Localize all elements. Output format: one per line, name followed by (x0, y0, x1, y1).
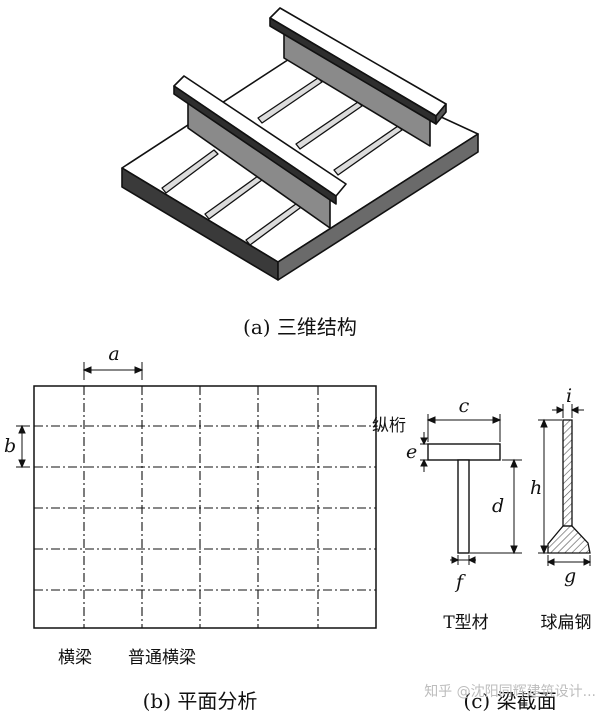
watermark: 知乎 @沈阳同辉建筑设计... (424, 683, 596, 700)
bulb-flat-bulb (547, 525, 591, 554)
label-bulb-flat: 球扁钢 (541, 613, 592, 633)
label-ordinary-transverse-beam: 普通横梁 (128, 648, 196, 668)
caption-b: (b) 平面分析 (143, 689, 258, 713)
t-flange (427, 443, 501, 461)
t-section-dimensions (420, 414, 522, 565)
t-section (427, 443, 501, 554)
plan-horizontal-lines (34, 425, 376, 591)
bulb-flat-section (547, 419, 591, 554)
label-transverse-beam: 横梁 (58, 648, 92, 668)
t-web (457, 459, 470, 554)
structure-3d (121, 7, 479, 281)
label-longitudinal: 纵桁 (372, 416, 406, 436)
dim-e-label: e (406, 441, 417, 463)
dim-a-label: a (108, 343, 119, 365)
plan-grid: a b (4, 343, 377, 629)
bulb-flat-web (562, 419, 573, 527)
caption-a: (a) 三维结构 (243, 315, 357, 339)
dim-b-label: b (4, 435, 16, 457)
label-t-section: T型材 (443, 613, 488, 633)
plan-border (33, 385, 377, 629)
dim-g-label: g (564, 565, 576, 587)
dim-h-label: h (530, 477, 542, 499)
dimension-b (16, 424, 30, 469)
deck-plate-side (277, 133, 479, 281)
dim-c-label: c (459, 395, 470, 417)
dim-f-label: f (454, 571, 466, 593)
dimension-a (82, 362, 144, 380)
longitudinal-girder (269, 7, 447, 147)
plan-vertical-lines (83, 386, 319, 628)
caption-c: (c) 梁截面 (463, 689, 556, 713)
transverse-girder (173, 75, 347, 229)
dim-i-label: i (566, 385, 572, 407)
dim-d-label: d (492, 495, 504, 517)
minor-stiffeners-left (161, 149, 305, 246)
bulb-flat-dimensions (538, 404, 592, 566)
